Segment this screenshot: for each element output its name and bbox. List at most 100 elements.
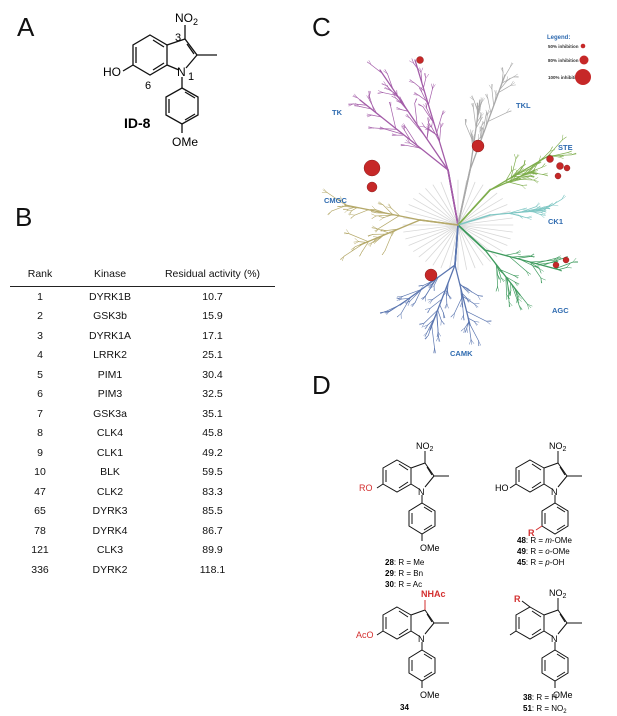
ho-label: HO [103,65,121,79]
kinase-hit-marker [471,139,485,153]
label-34: 34 [400,703,409,712]
svg-text:AcO: AcO [356,630,374,640]
svg-text:R: R [514,594,521,604]
table-cell: 59.5 [202,466,223,479]
svg-text:51: R = NO2: 51: R = NO2 [523,704,567,713]
table-cell: DYRK3 [92,505,128,518]
table-cell: CLK4 [96,427,124,440]
table-cell: 15.9 [202,310,223,323]
svg-text:45: R = p-OH: 45: R = p-OH [517,558,565,567]
table-cell: 118.1 [199,563,226,576]
table-cell: 10.7 [202,290,223,303]
kinase-hit-marker [363,159,381,177]
table-cell: DYRK4 [92,524,128,537]
table-cell: PIM3 [97,388,123,401]
table-cell: 9 [37,446,43,459]
nitrogen-label: N [177,65,186,79]
svg-text:OMe: OMe [420,543,440,553]
id8-structure: NO2 3 HO 6 N 1 ID-8 OMe [103,11,217,149]
svg-text:N: N [418,487,425,497]
svg-text:30: R = Ac: 30: R = Ac [385,580,422,589]
structure-45-49: NO2 HO N R [495,441,583,538]
no2-label: NO2 [175,11,198,27]
table-cell: 86.7 [202,524,223,537]
position-6-label: 6 [145,80,151,92]
table-cell: CLK3 [96,544,124,557]
labels-38-51: 38: R = H 51: R = NO2 [523,693,567,713]
table-cell: 8 [37,427,43,440]
table-cell: 25.1 [202,349,223,362]
svg-text:29: R = Bn: 29: R = Bn [385,569,423,578]
kinome-tree: TK TKL STE CK1 AGC CAMK CMGC Legend: 50%… [321,35,591,358]
table-row: 78 DYRK4 86.7 [10,521,275,541]
kinase-hit-marker [366,181,378,193]
group-label-cmgc: CMGC [324,196,347,205]
column-header: Kinase [70,264,150,287]
group-label-tkl: TKL [516,101,531,110]
table-cell: DYRK2 [92,563,128,576]
table-cell: CLK1 [96,446,124,459]
table-row: 10 BLK 59.5 [10,463,275,483]
column-header: Rank [10,264,70,287]
table-cell: 2 [37,310,43,323]
svg-text:N: N [551,634,558,644]
table-cell: DYRK1B [88,290,131,303]
table-cell: PIM1 [97,368,123,381]
svg-text:80% inhibition: 80% inhibition [548,58,579,63]
svg-text:HO: HO [495,483,509,493]
group-label-ck1: CK1 [548,217,563,226]
position-1-label: 1 [188,71,194,83]
table-cell: 49.2 [202,446,223,459]
svg-text:NO2: NO2 [549,588,567,600]
svg-text:R: R [528,528,535,538]
table-cell: GSK3a [93,407,127,420]
svg-text:NHAc: NHAc [421,589,446,599]
table-cell: 4 [37,349,43,362]
panel-label-d: D [312,370,331,400]
table-cell: 45.8 [202,427,223,440]
panel-label-b: B [15,202,33,232]
ome-label: OMe [172,135,198,149]
kinase-hit-marker [552,261,560,269]
svg-text:50% inhibition: 50% inhibition [548,44,579,49]
position-3-label: 3 [175,32,181,44]
table-row: 8 CLK4 45.8 [10,424,275,444]
table-row: 9 CLK1 49.2 [10,443,275,463]
table-cell: 10 [34,466,46,479]
table-cell: BLK [100,466,120,479]
panel-label-c: C [312,12,331,42]
panel-label-a: A [17,12,35,42]
table-cell: 32.5 [202,388,223,401]
table-cell: 85.5 [202,505,223,518]
kinase-hit-marker [546,155,554,163]
svg-text:OMe: OMe [553,690,573,700]
kinase-hit-marker [416,56,424,64]
analog-structures: NO2 RO N OMe 28: R = Me 29: R = Bn 30: R… [356,441,583,713]
svg-text:RO: RO [359,483,373,493]
table-cell: 30.4 [202,368,223,381]
kinase-hit-marker [424,268,438,282]
table-header-row: Rank Kinase Residual activity (%) [10,264,275,287]
labels-45-49: 48: R = m-OMe 49: R = o-OMe 45: R = p-OH [517,536,572,567]
kinase-hit-marker [562,256,570,264]
table-row: 1 DYRK1B 10.7 [10,287,275,307]
table-cell: 17.1 [202,329,223,342]
kinase-table: Rank Kinase Residual activity (%) 1 DYRK1… [10,264,275,580]
svg-text:N: N [551,487,558,497]
group-label-agc: AGC [552,306,569,315]
table-cell: 1 [37,290,43,303]
table-cell: 83.3 [202,485,223,498]
svg-text:28: R = Me: 28: R = Me [385,558,425,567]
group-label-tk: TK [332,108,343,117]
table-cell: 78 [34,524,46,537]
